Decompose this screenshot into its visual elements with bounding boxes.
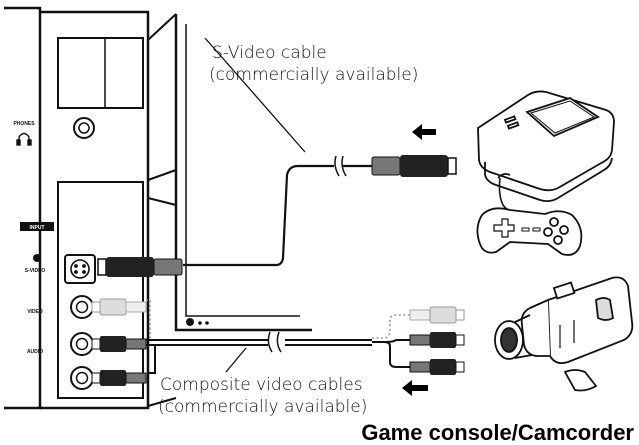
composite-cable-label-2: (commercially available) [158, 397, 367, 417]
composite-cables [145, 299, 412, 374]
phones-label: PHONES [13, 121, 35, 127]
audio-label: AUDIO [27, 349, 43, 355]
phones-jack[interactable] [73, 117, 95, 139]
game-console-icon [477, 90, 615, 203]
gamepad-cable [498, 177, 516, 213]
device-caption: Game console/Camcorder [361, 420, 634, 445]
inputs-label-box [20, 222, 54, 231]
composite-leader [225, 347, 247, 373]
tv-rear-outline [174, 14, 312, 332]
svideo-label: S-VIDEO [25, 268, 46, 274]
gamepad-icon [476, 207, 583, 256]
headphone-icon [16, 132, 32, 146]
composite-plugs-left [91, 298, 147, 386]
camcorder-icon [494, 276, 634, 392]
audio-r-jack[interactable] [70, 366, 94, 390]
composite-plugs-right [409, 306, 465, 375]
arrow-left-icon [412, 124, 436, 140]
svideo-cable [183, 155, 372, 267]
svideo-plug-left [97, 257, 183, 277]
svideo-plug-right [371, 155, 457, 177]
video-label: VIDEO [27, 309, 43, 315]
callout-lines [147, 13, 177, 407]
svideo-cable-label-1: S-Video cable [212, 43, 327, 63]
composite-cable-label-1: Composite video cables [160, 375, 363, 395]
svideo-jack[interactable] [64, 254, 96, 284]
audio-l-jack[interactable] [70, 332, 94, 356]
tv-side-panel [4, 6, 150, 410]
video-jack[interactable] [70, 295, 94, 319]
arrow-left-icon [402, 380, 428, 396]
inputs-label: INPUT [30, 225, 45, 231]
svideo-symbol [33, 254, 41, 262]
svideo-leader [204, 37, 306, 153]
svideo-cable-label-2: (commercially available) [209, 65, 418, 85]
